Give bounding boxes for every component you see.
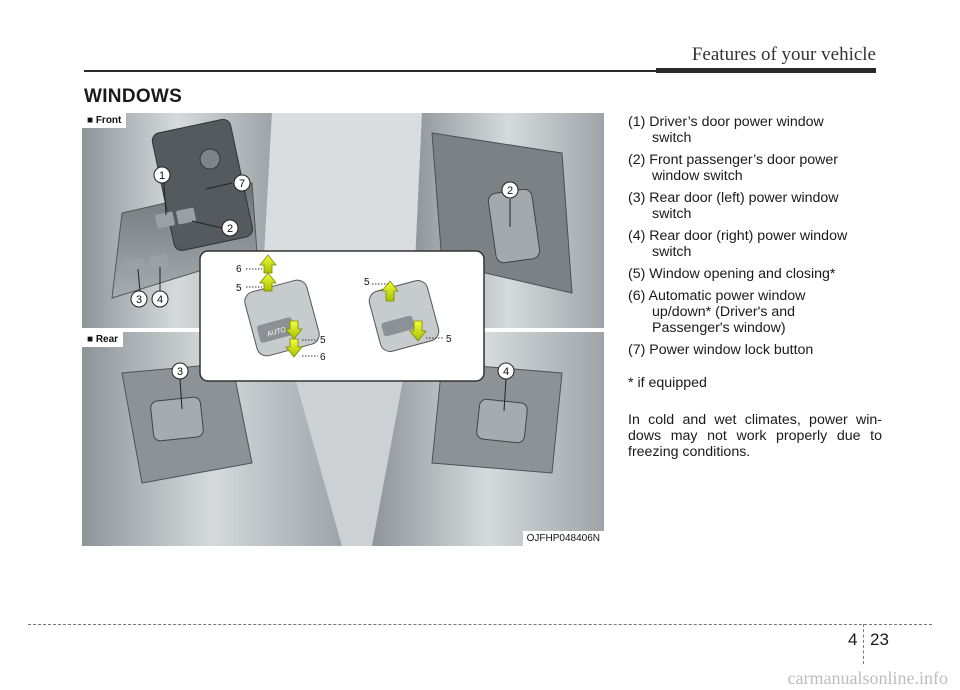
callout-1: 1 [159,170,165,182]
callout-7: 7 [239,178,245,190]
front-tag: ■ Front [82,113,127,128]
callout-3-front: 3 [136,294,142,306]
arrow-down-6 [285,338,303,358]
rear-center-gap [282,332,412,546]
inset-switch-left-face [256,317,296,343]
list-item: (2) Front passenger’s door power window … [628,152,839,184]
inset-label-5-right-bottom: 5 [446,334,452,345]
front-left-switch-1 [155,211,175,229]
front-left-switch-3 [125,257,145,275]
arrow-down-5-left [285,320,303,340]
footer-rule [28,624,932,625]
list-item: (6) Automatic power window up/down* (Dri… [628,288,806,336]
arrow-up-5-right [381,280,399,302]
list-item: (7) Power window lock button [628,342,814,358]
list-item: (4) Rear door (right) power window switc… [628,228,848,260]
figure-code: OJFHP048406N [522,531,604,546]
inset-label-5-bottom: 5 [320,335,326,346]
callout-4-rear: 4 [503,366,509,378]
window-switch-figure: 1 7 2 3 4 2 3 4 AUTO [82,113,604,546]
list-item: (1) Driver’s door power window switch [628,114,824,146]
header-title: Features of your vehicle [691,44,876,65]
section-title: WINDOWS [84,86,183,107]
callout-2-front-right: 2 [507,185,513,197]
arrow-down-5-right [409,320,427,342]
arrow-up-5-left [259,272,277,292]
legend-list: (1) Driver’s door power window switch (2… [628,114,886,364]
front-left-switch-2 [176,207,196,225]
list-item: (5) Window opening and closing* [628,266,836,282]
rear-right-switch [476,398,528,444]
inset-label-5-right-top: 5 [364,277,370,288]
rear-left-switch [150,396,204,442]
footnote: * if equipped [628,375,707,391]
header-rule [84,70,876,72]
inset-auto-label: AUTO [266,326,287,338]
page-separator [863,624,864,664]
callout-4-front: 4 [157,294,163,306]
inset-label-6-top: 6 [236,264,242,275]
inset-switch-right-face [381,315,415,337]
inset-label-5-top: 5 [236,283,242,294]
list-item: (3) Rear door (left) power window switch [628,190,839,222]
front-left-switch-4 [149,253,169,271]
figure-illustration: 1 7 2 3 4 2 3 4 AUTO [82,113,604,546]
header-rule-accent [656,68,876,73]
watermark: carmanualsonline.info [787,668,948,688]
inset-box [199,250,485,382]
page-number: 23 [870,630,889,649]
callout-2-front-left: 2 [227,223,233,235]
front-left-mirror-knob [199,148,221,170]
page-chapter: 4 [848,630,858,649]
front-right-switch [487,188,541,264]
cold-weather-note: In cold and wet climates, power win- dow… [628,412,882,460]
callout-3-rear: 3 [177,366,183,378]
rear-tag: ■ Rear [82,332,124,347]
inset-label-6-bottom: 6 [320,352,326,363]
callout-markers [130,166,519,380]
